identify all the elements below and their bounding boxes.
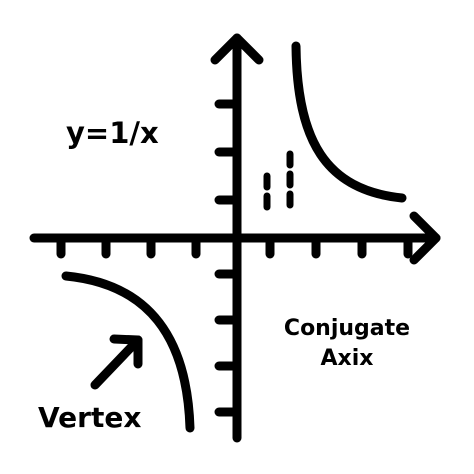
conjugate-label-line-1: Conjugate xyxy=(283,316,411,341)
x-axis-arrowhead xyxy=(409,211,441,265)
y-axis-ticks xyxy=(214,99,242,417)
vertex-pointer-arrowhead xyxy=(109,334,143,369)
hyperbola-branch-lower-left xyxy=(61,271,195,433)
equation-label: y=1/x xyxy=(66,116,159,150)
vertex-label: Vertex xyxy=(38,401,142,434)
vertex-pointer-arrow xyxy=(90,335,143,390)
hyperbola-branch-upper-right xyxy=(291,41,407,203)
conjugate-label-line-2: Axix xyxy=(320,346,374,371)
conjugate-axis-label: Conjugate Axix xyxy=(262,314,432,374)
x-axis-ticks xyxy=(56,233,413,259)
y-axis-arrowhead xyxy=(210,33,264,65)
